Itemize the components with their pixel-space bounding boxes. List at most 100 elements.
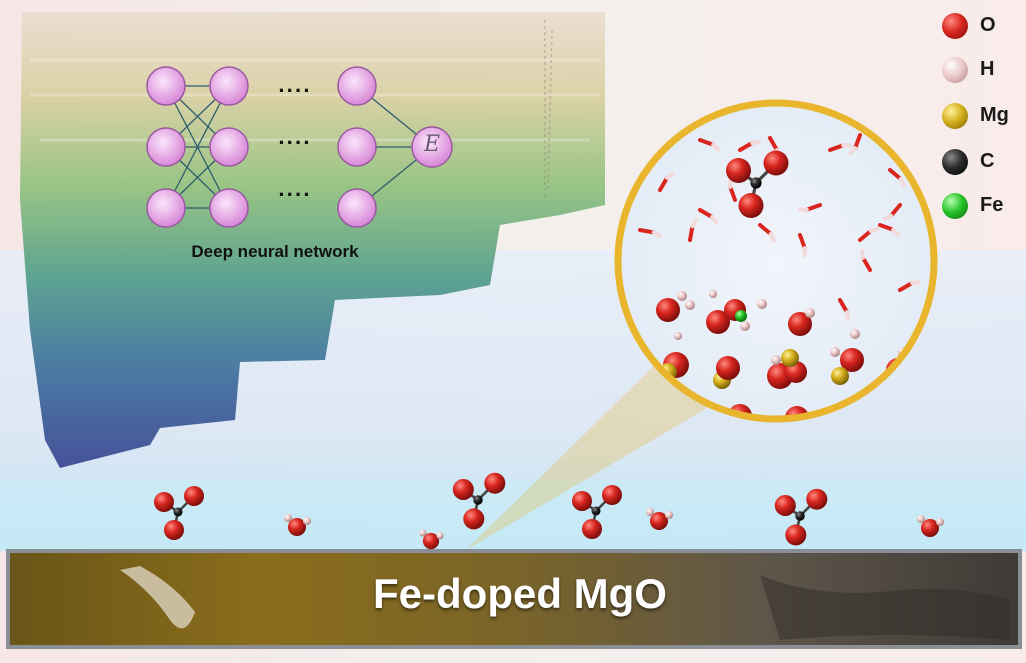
hydrogen-atom [665, 511, 673, 519]
carbon-atom-icon [942, 149, 968, 175]
legend-label-iron: Fe [980, 194, 1004, 216]
hydrogen-atom [709, 290, 717, 298]
hydrogen-atom [830, 347, 840, 357]
water-stick [688, 224, 695, 242]
water-stick-h [845, 310, 850, 322]
oxygen-atom [726, 158, 751, 183]
carbon-atom [795, 511, 805, 521]
legend-item-oxygen: O [940, 10, 1026, 40]
hidden-layer-ellipsis-bottom: ···· [278, 182, 312, 207]
legend-item-iron: Fe [940, 190, 1026, 220]
network-node [209, 127, 249, 167]
water-stick-h [651, 230, 662, 239]
hydrogen-atom [674, 332, 682, 340]
hydrogen-atom-icon [942, 57, 968, 83]
substrate-label: Fe-doped MgO [373, 570, 667, 617]
energy-landscape [20, 12, 605, 468]
water-stick [738, 141, 755, 152]
oxygen-atom [572, 491, 592, 511]
water-stick [853, 133, 862, 151]
network-node [337, 127, 377, 167]
network-node [209, 188, 249, 228]
water-stick-h [710, 215, 719, 225]
water-stick-h [750, 140, 762, 145]
water-stick-h [891, 227, 901, 237]
water-stick-h [868, 226, 880, 234]
oxygen-atom [463, 508, 485, 530]
water-stick-h [898, 176, 906, 188]
oxygen-atom [921, 519, 939, 537]
oxygen-atom [602, 485, 622, 505]
oxygen-atom-icon [942, 13, 968, 39]
network-node [146, 188, 186, 228]
hydrogen-atom [740, 321, 750, 331]
oxygen-atom [785, 524, 807, 546]
hydrogen-atom [419, 529, 427, 537]
water-stick [638, 228, 656, 235]
oxygen-atom [706, 310, 730, 334]
carbon-atom [591, 506, 601, 516]
water-stick [658, 175, 669, 192]
water-stick-h [848, 146, 858, 156]
hydrogen-atom [771, 355, 781, 365]
network-node [337, 66, 377, 106]
carbon-atom [473, 495, 483, 505]
magnesium-atom-icon [942, 103, 968, 129]
network-node [209, 66, 249, 106]
oxygen-atom [656, 298, 680, 322]
hydrogen-atom [685, 300, 695, 310]
water-stick [804, 203, 822, 212]
magnesium-atom [781, 349, 799, 367]
water-stick-h [860, 248, 865, 260]
carbon-atom [750, 177, 762, 189]
oxygen-atom [484, 472, 506, 494]
hydrogen-atom [805, 308, 815, 318]
water-stick [758, 223, 773, 236]
water-stick [888, 168, 903, 181]
water-stick-h [882, 213, 894, 221]
water-stick [698, 138, 716, 147]
water-stick [898, 281, 915, 292]
water-stick-h [910, 280, 922, 285]
water-stick [798, 233, 807, 251]
iron-atom [735, 310, 747, 322]
oxygen-atom [154, 492, 174, 512]
oxygen-atom [806, 488, 828, 510]
hydrogen-atom [850, 329, 860, 339]
hydrogen-atom [646, 508, 654, 516]
magnesium-atom [831, 367, 849, 385]
oxygen-atom [288, 518, 306, 536]
legend-label-carbon: C [980, 150, 995, 172]
energy-output-label: E [423, 132, 441, 157]
water-stick [828, 143, 846, 152]
hydrogen-atom [936, 518, 944, 526]
water-stick [861, 255, 872, 272]
oxygen-atom [650, 512, 668, 530]
water-stick-h [711, 142, 721, 152]
output-node [411, 126, 453, 168]
legend-label-hydrogen: H [980, 58, 995, 80]
oxygen-atom [452, 479, 474, 500]
carbon-atom [173, 507, 183, 517]
zoom-circle [614, 99, 938, 423]
iron-atom-icon [942, 193, 968, 219]
legend-item-carbon: C [940, 146, 1026, 176]
water-stick [878, 223, 896, 232]
water-stick [728, 184, 737, 202]
legend-label-oxygen: O [980, 14, 996, 36]
legend-label-magnesium: Mg [980, 104, 1009, 126]
water-stick [889, 203, 902, 218]
oxygen-atom [716, 356, 740, 380]
water-stick [698, 208, 715, 219]
hydrogen-atom [917, 515, 925, 523]
hidden-layer-ellipsis-middle: ···· [278, 130, 312, 155]
network-node [146, 127, 186, 167]
oxygen-atom [788, 312, 812, 336]
legend-item-magnesium: Mg [940, 100, 1026, 130]
hydrogen-atom [284, 514, 292, 522]
water-stick [858, 229, 873, 242]
hydrogen-atom [677, 291, 687, 301]
hydrogen-atom [436, 532, 444, 540]
